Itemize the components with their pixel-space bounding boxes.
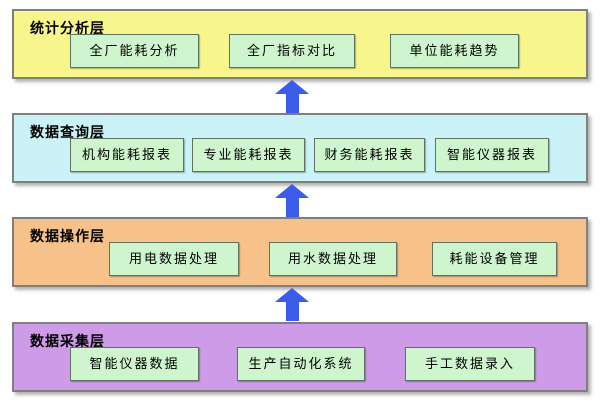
up-arrow-icon <box>275 80 309 113</box>
layer-label: 数据查询层 <box>30 124 105 140</box>
layer-statistical-analysis: 统计分析层 全厂能耗分析 全厂指标对比 单位能耗趋势 <box>12 9 588 79</box>
node-water-data-processing: 用水数据处理 <box>269 242 397 276</box>
node-smart-meter-report: 智能仪器报表 <box>435 138 549 172</box>
arrow-shaft <box>285 302 299 321</box>
node-plant-energy-analysis: 全厂能耗分析 <box>70 34 199 68</box>
up-arrow-icon <box>275 184 309 217</box>
node-unit-energy-trend: 单位能耗趋势 <box>390 34 519 68</box>
layer-data-operation: 数据操作层 用电数据处理 用水数据处理 耗能设备管理 <box>12 217 588 287</box>
arrow-head <box>275 288 309 302</box>
layer-label: 数据采集层 <box>30 333 105 349</box>
layer-data-query: 数据查询层 机构能耗报表 专业能耗报表 财务能耗报表 智能仪器报表 <box>12 113 588 183</box>
node-electricity-data-processing: 用电数据处理 <box>109 242 239 276</box>
layer-label: 数据操作层 <box>30 228 105 244</box>
arrow-shaft <box>285 198 299 217</box>
arrow-shaft <box>285 94 299 113</box>
layer-label: 统计分析层 <box>30 20 105 36</box>
node-smart-meter-data: 智能仪器数据 <box>70 347 199 381</box>
node-manual-data-entry: 手工数据录入 <box>405 347 535 381</box>
node-energy-device-management: 耗能设备管理 <box>432 242 557 276</box>
node-plant-indicator-comparison: 全厂指标对比 <box>229 34 355 68</box>
node-org-energy-report: 机构能耗报表 <box>70 138 184 172</box>
up-arrow-icon <box>275 288 309 321</box>
node-specialty-energy-report: 专业能耗报表 <box>192 138 305 172</box>
node-finance-energy-report: 财务能耗报表 <box>314 138 425 172</box>
node-production-automation-system: 生产自动化系统 <box>237 347 365 381</box>
arrow-head <box>275 80 309 94</box>
arrow-head <box>275 184 309 198</box>
layer-data-collection: 数据采集层 智能仪器数据 生产自动化系统 手工数据录入 <box>12 322 588 392</box>
